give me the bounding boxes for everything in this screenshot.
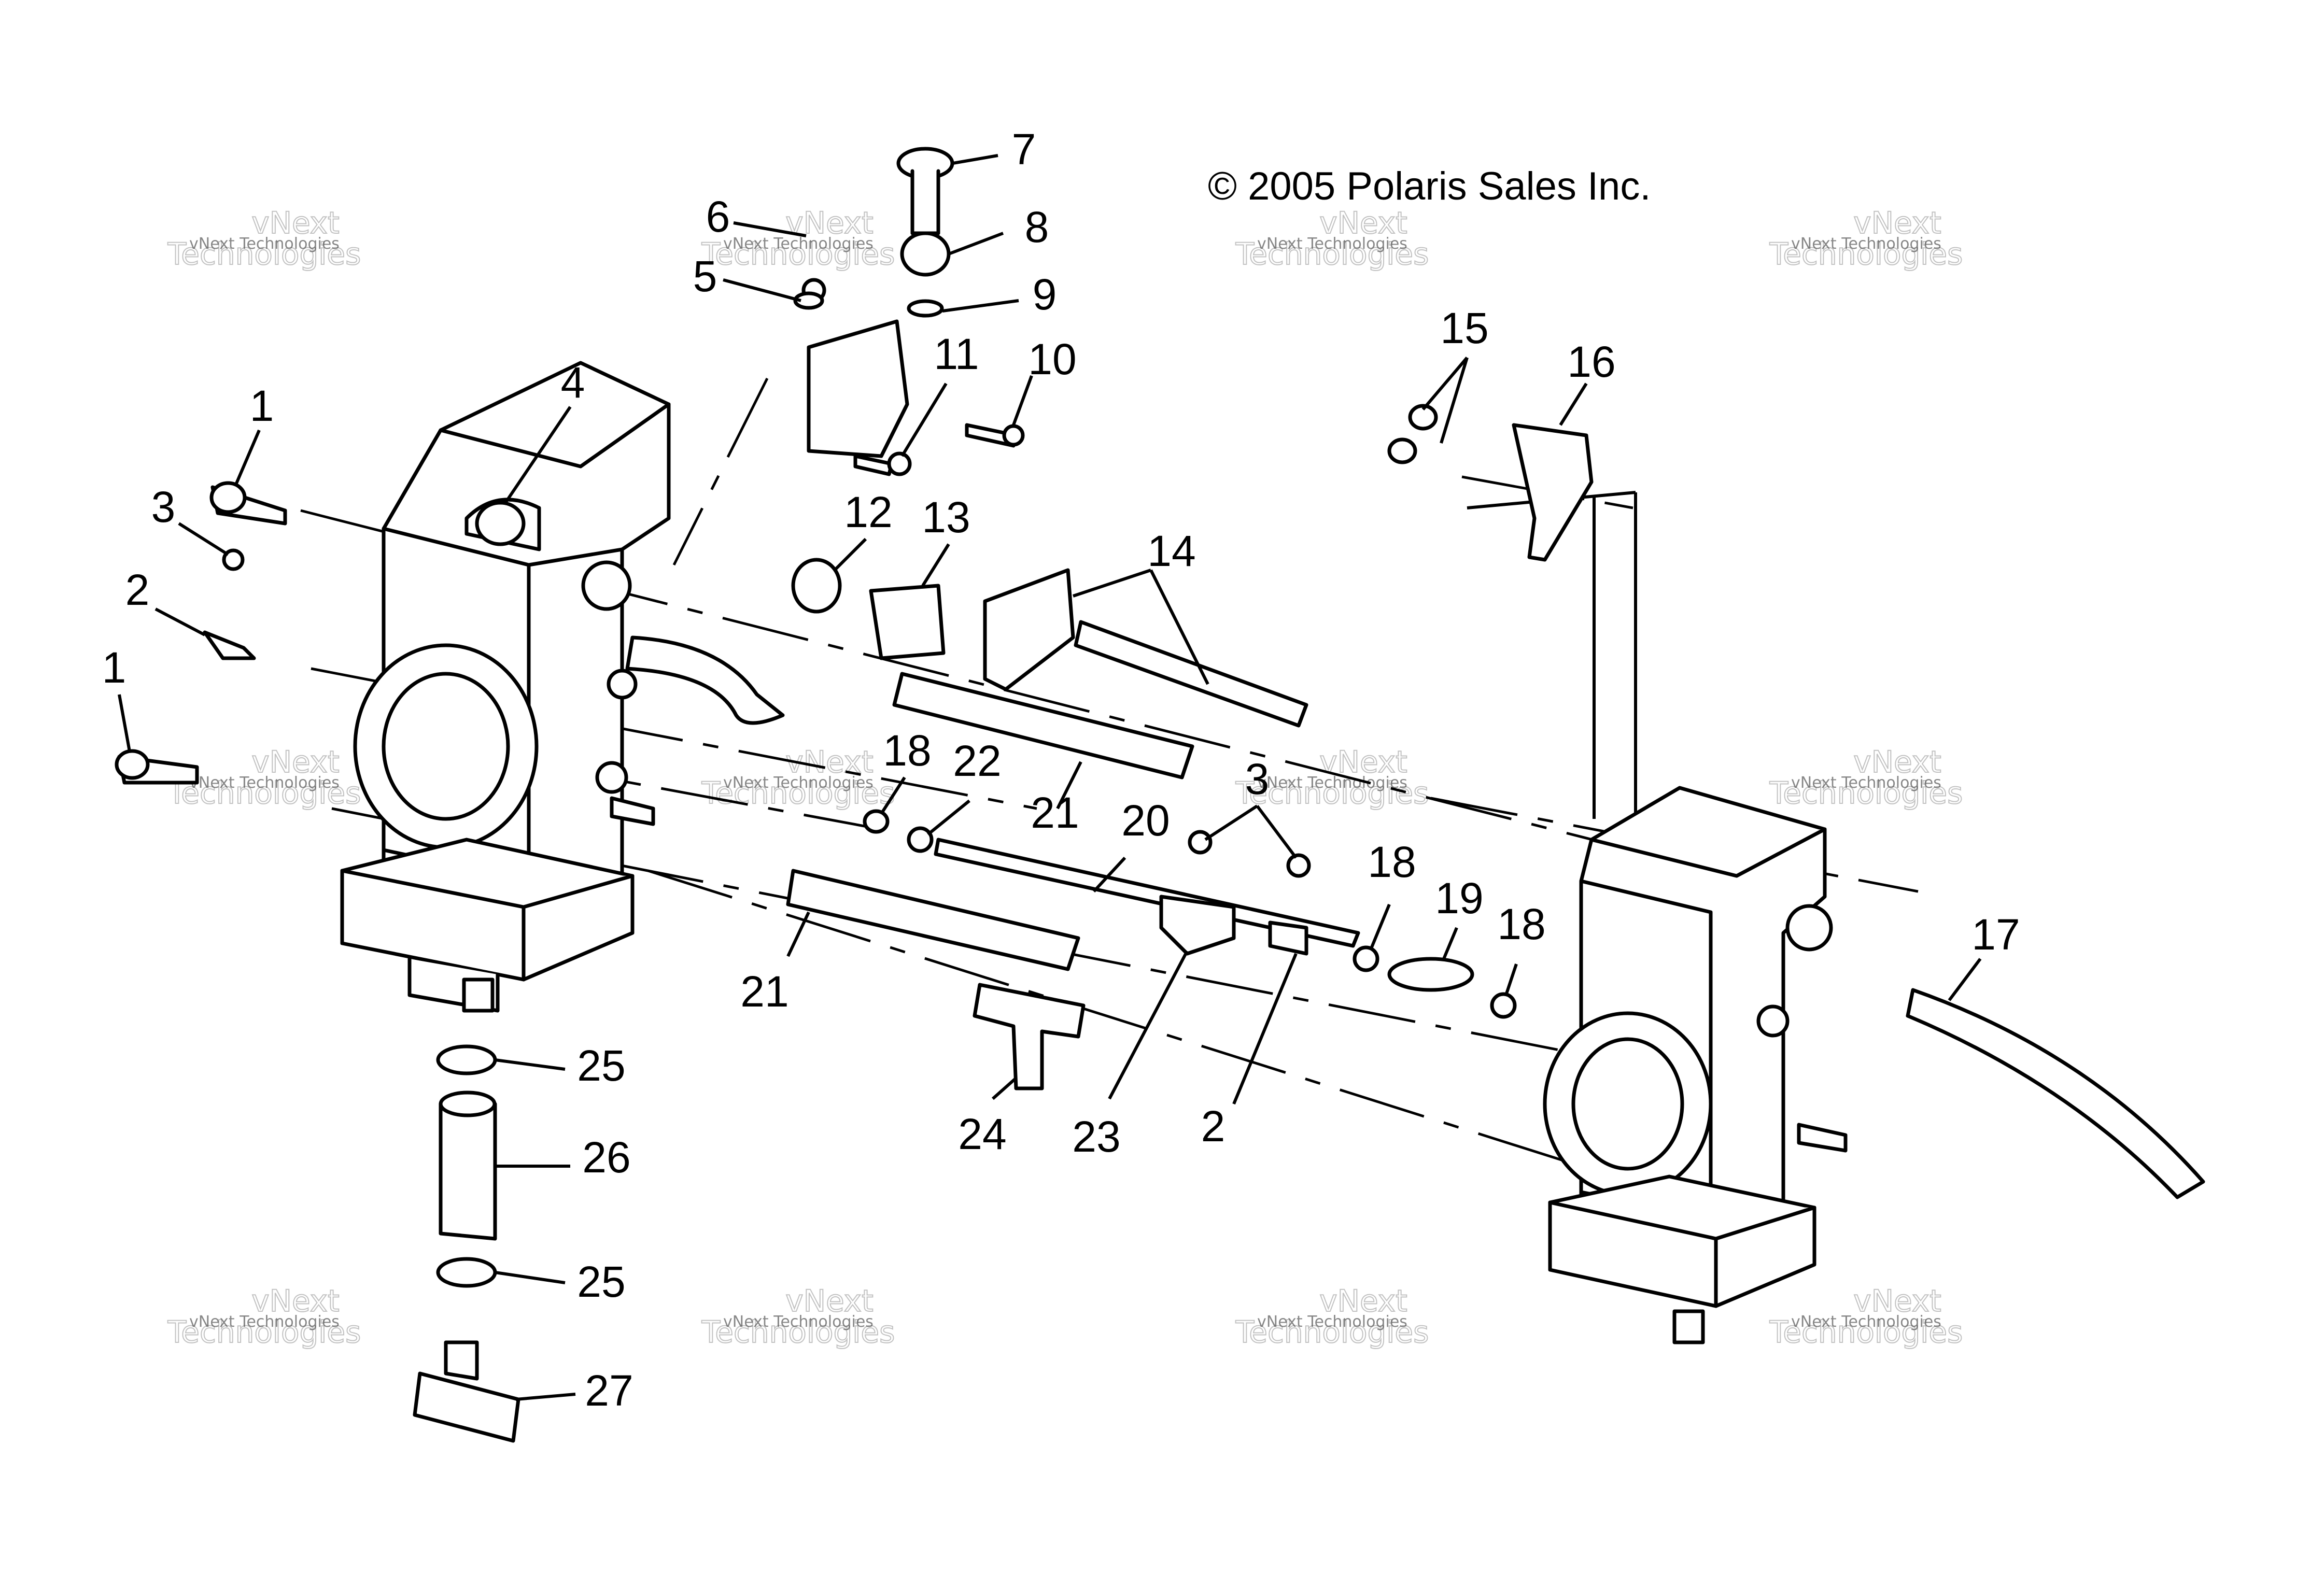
callout-3b: 3	[1245, 755, 1270, 803]
callout-2b: 2	[1201, 1102, 1226, 1151]
callouts: 1 1 2 2 3 3 4 5 6 7 8 9 10 11 12 13 14 1…	[102, 125, 2020, 1415]
callout-13: 13	[922, 493, 970, 542]
callout-16: 16	[1567, 337, 1615, 386]
svg-text:Technologies: Technologies	[167, 236, 361, 272]
svg-text:vNext Technologies: vNext Technologies	[1791, 235, 1941, 253]
carburetor-right	[1543, 786, 1848, 1344]
svg-text:vNext Technologies: vNext Technologies	[1257, 1313, 1407, 1331]
svg-text:vNext: vNext	[251, 1283, 339, 1319]
svg-text:vNext: vNext	[1319, 1283, 1407, 1319]
callout-15: 15	[1440, 304, 1488, 352]
svg-text:vNext Technologies: vNext Technologies	[1257, 774, 1407, 792]
svg-text:vNext: vNext	[1853, 1283, 1941, 1319]
leader-lines	[118, 154, 1982, 1401]
svg-text:vNext: vNext	[785, 1283, 873, 1319]
callout-20: 20	[1121, 796, 1170, 845]
callout-24: 24	[958, 1110, 1006, 1158]
svg-text:vNext: vNext	[1319, 205, 1407, 240]
svg-text:vNext Technologies: vNext Technologies	[723, 774, 874, 792]
svg-text:vNext: vNext	[251, 744, 339, 780]
callout-19: 19	[1435, 874, 1483, 923]
svg-text:Technologies: Technologies	[167, 1314, 361, 1350]
callout-5: 5	[693, 252, 717, 301]
svg-text:vNext: vNext	[1853, 744, 1941, 780]
svg-text:vNext Technologies: vNext Technologies	[723, 235, 874, 253]
callout-25b: 25	[577, 1257, 625, 1306]
copyright-text: © 2005 Polaris Sales Inc.	[1208, 164, 1651, 208]
callout-27: 27	[585, 1366, 633, 1415]
svg-text:vNext Technologies: vNext Technologies	[1257, 235, 1407, 253]
callout-26: 26	[582, 1133, 630, 1182]
callout-6: 6	[706, 192, 730, 241]
svg-text:vNext: vNext	[1853, 205, 1941, 240]
callout-1b: 1	[102, 643, 126, 692]
svg-text:Technologies: Technologies	[1235, 1314, 1429, 1350]
callout-23: 23	[1072, 1112, 1120, 1161]
svg-text:vNext Technologies: vNext Technologies	[1791, 1313, 1941, 1331]
svg-text:Technologies: Technologies	[167, 775, 361, 811]
callout-12: 12	[844, 488, 892, 536]
shafts	[786, 620, 2205, 1199]
svg-text:Technologies: Technologies	[1769, 775, 1963, 811]
carburetor-left	[340, 361, 671, 1013]
callout-21b: 21	[740, 967, 788, 1016]
callout-18a: 18	[883, 726, 931, 775]
callout-18b: 18	[1368, 838, 1416, 886]
svg-text:Technologies: Technologies	[1769, 236, 1963, 272]
callout-21a: 21	[1031, 788, 1079, 837]
svg-text:Technologies: Technologies	[1235, 775, 1429, 811]
callout-11: 11	[934, 330, 979, 378]
callout-25a: 25	[577, 1041, 625, 1090]
svg-text:vNext Technologies: vNext Technologies	[189, 1313, 340, 1331]
callout-1a: 1	[250, 381, 274, 430]
callout-3a: 3	[151, 483, 176, 531]
svg-text:Technologies: Technologies	[1769, 1314, 1963, 1350]
svg-text:vNext: vNext	[251, 205, 339, 240]
callout-17: 17	[1971, 910, 2020, 959]
callout-10: 10	[1028, 335, 1076, 384]
small-parts	[115, 147, 1594, 1443]
callout-7: 7	[1012, 125, 1036, 174]
svg-text:Technologies: Technologies	[701, 236, 895, 272]
callout-14: 14	[1147, 527, 1195, 575]
svg-text:vNext Technologies: vNext Technologies	[189, 235, 340, 253]
svg-text:Technologies: Technologies	[1235, 236, 1429, 272]
callout-22: 22	[953, 736, 1001, 785]
svg-text:Technologies: Technologies	[701, 775, 895, 811]
svg-text:vNext Technologies: vNext Technologies	[189, 774, 340, 792]
svg-text:vNext Technologies: vNext Technologies	[723, 1313, 874, 1331]
svg-text:Technologies: Technologies	[701, 1314, 895, 1350]
callout-2a: 2	[125, 565, 150, 614]
callout-18c: 18	[1497, 900, 1545, 948]
svg-text:vNext Technologies: vNext Technologies	[1791, 774, 1941, 792]
callout-8: 8	[1025, 203, 1049, 251]
callout-9: 9	[1033, 270, 1057, 319]
vent-hose-left	[625, 635, 785, 725]
callout-4: 4	[561, 358, 585, 407]
